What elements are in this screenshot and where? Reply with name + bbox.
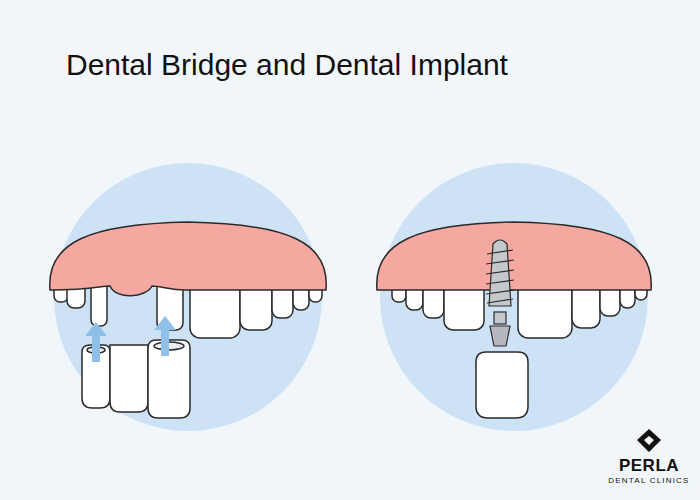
logo-name: PERLA (619, 456, 679, 476)
logo-icon (637, 429, 661, 452)
gum (50, 222, 327, 296)
title: Dental Bridge and Dental Implant (66, 48, 508, 82)
arrows (85, 316, 176, 362)
abutment (494, 312, 506, 324)
abutment (490, 326, 510, 346)
background-circle (380, 163, 648, 431)
screw-thread (486, 250, 514, 303)
logo-subtitle: DENTAL CLINICS (608, 476, 689, 485)
implant-crown (476, 352, 528, 418)
bridge-pontic (110, 345, 148, 412)
up-arrow (85, 322, 107, 362)
gum (377, 222, 652, 290)
implant (476, 240, 528, 418)
up-arrow (154, 316, 176, 356)
background-circle (54, 163, 322, 431)
